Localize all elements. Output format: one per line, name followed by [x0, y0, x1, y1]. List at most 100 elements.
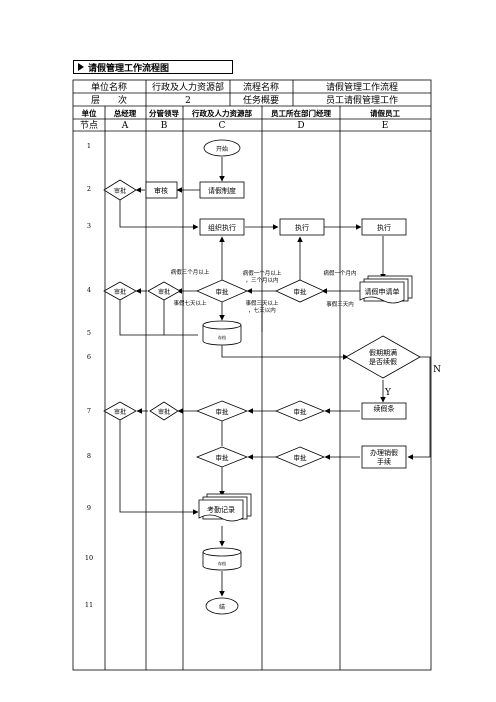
unit-header: 单位: [82, 108, 97, 118]
expired-decision: [345, 335, 421, 379]
column-letter-a: A: [121, 121, 129, 131]
row-number: 7: [87, 407, 91, 415]
info-flow-label: 流程名称: [243, 81, 279, 93]
approve-decision-b-row7: [149, 401, 179, 421]
leave-form-document: [359, 281, 405, 304]
node-header: 节点: [80, 120, 98, 131]
archive-cylinder-1: [202, 325, 242, 346]
expired-question-label: 假期期满是否续假: [369, 348, 397, 366]
connector-approve-a-to-attendance: [119, 420, 199, 515]
end-terminal: [205, 597, 239, 615]
info-unit-value: 行政及人力资源部: [152, 81, 224, 93]
approve-label: 审批: [216, 287, 230, 296]
row-number: 11: [85, 601, 93, 609]
end-label: 结: [219, 603, 225, 611]
approve-decision-c-row8: [195, 446, 249, 468]
label-line: ，三个月以内: [245, 276, 278, 284]
approve-decision-a-row7: [103, 401, 137, 421]
organize-box: [199, 218, 245, 236]
label-line: 是否续假: [369, 357, 397, 366]
approve-label: 审批: [294, 453, 308, 462]
approve-label: 审批: [114, 288, 126, 296]
archive-cylinder-2: [202, 552, 242, 571]
approve-label: 审批: [158, 288, 170, 296]
archive-label: 存档: [218, 560, 226, 566]
label-sick-within-1m: 病假一个月内: [323, 269, 356, 277]
extend-form-label: 续假条: [374, 404, 395, 413]
organize-label: 组织执行: [208, 223, 236, 232]
label-sick-1m-3m: 病假一个月以上，三个月以内: [243, 269, 282, 284]
label-line: 假期期满: [369, 348, 397, 357]
label-yes: Y: [384, 388, 392, 398]
label-line: ，七天以内: [248, 306, 276, 314]
row-number: 1: [87, 142, 91, 150]
label-line: 办理销假: [370, 448, 398, 457]
column-name-e: 请假员工: [370, 108, 400, 118]
attendance-document: [198, 499, 244, 522]
attendance-label: 考勤记录: [207, 505, 235, 514]
info-level-label: 层 次: [91, 94, 127, 106]
leave-policy-label: 请假制度: [208, 186, 236, 195]
connector-no-to-cancel: [407, 356, 431, 460]
execute-label-e: 执行: [377, 223, 391, 232]
column-name-a: 总经理: [114, 108, 137, 118]
execute-box-e: [361, 218, 407, 236]
approve-decision-d-row4: [275, 279, 325, 303]
approve-label: 审批: [158, 408, 170, 416]
execute-label-d: 执行: [295, 223, 309, 232]
table-grid: [72, 79, 432, 671]
connector-archive-to-expired: [221, 345, 349, 360]
label-line: 手续: [377, 457, 391, 466]
label-line: 病假一个月以上: [243, 269, 282, 277]
title-arrow-icon: [78, 63, 84, 71]
extend-form-box: [361, 402, 407, 420]
cancel-leave-label: 办理销假手续: [370, 448, 398, 466]
approve-label: 审批: [114, 408, 126, 416]
execute-box-d: [279, 218, 325, 236]
column-letter-d: D: [297, 121, 304, 131]
flowchart-title-box: 请假管理工作流程图: [73, 60, 233, 74]
review-box: [145, 181, 178, 199]
archive-cylinder-1-top: [202, 320, 242, 330]
column-letter-c: C: [219, 121, 226, 131]
info-summary-value: 员工请假管理工作: [326, 94, 398, 106]
approve-decision-a-row4: [103, 281, 137, 301]
leave-form-label: 请假申请单: [365, 287, 400, 296]
approve-label: 审批: [294, 407, 308, 416]
row-number: 3: [87, 222, 91, 230]
column-name-b: 分管领导: [149, 108, 179, 118]
row-number: 10: [85, 554, 93, 562]
label-line: 事假三天以上: [245, 299, 279, 307]
column-name-d: 员工所在部门经理: [271, 108, 331, 118]
table-border: [72, 79, 432, 671]
info-level-value: 2: [185, 96, 191, 106]
approve-decision-c-row7: [195, 400, 249, 422]
approve-decision-d-row8: [274, 446, 326, 468]
info-summary-label: 任务概要: [243, 94, 279, 106]
row-number: 2: [87, 185, 91, 193]
approve-label: 审批: [216, 407, 230, 416]
info-unit-label: 单位名称: [91, 81, 127, 93]
approve-decision-d-row7: [274, 400, 326, 422]
connector-approve-to-archive: [119, 300, 198, 336]
approve-decision-a-row2: [103, 179, 137, 201]
connector-approve-to-organize: [119, 199, 199, 230]
column-letter-e: E: [382, 121, 389, 131]
start-label: 开始: [216, 145, 228, 153]
review-label: 审核: [154, 186, 168, 195]
start-terminal: [203, 139, 241, 157]
row-number: 5: [87, 329, 91, 337]
cancel-leave-box: [361, 445, 407, 469]
row-number: 4: [87, 286, 91, 294]
column-letter-b: B: [161, 121, 168, 131]
info-flow-value: 请假管理工作流程: [326, 81, 398, 93]
row-number: 9: [87, 504, 91, 512]
archive-label: 存档: [218, 334, 226, 340]
leave-policy-box: [199, 181, 245, 199]
approve-decision-b-row4: [147, 281, 181, 301]
approve-label: 审批: [114, 187, 126, 195]
approve-decision-c-row4: [196, 279, 248, 303]
label-sick-over-3m: 病假三个月以上: [171, 268, 210, 276]
